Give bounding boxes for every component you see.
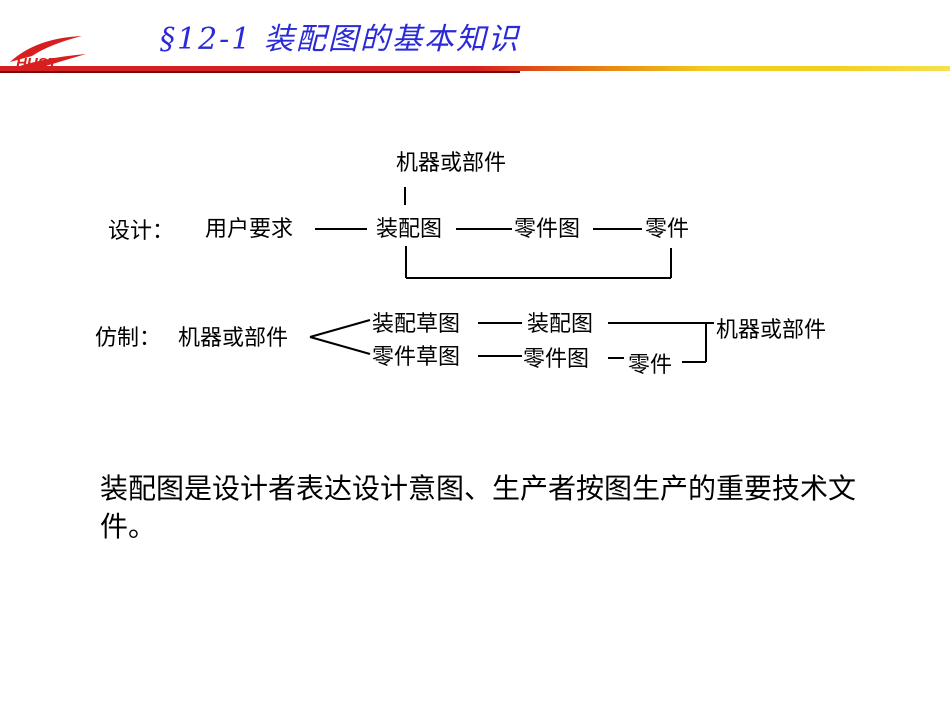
connector-line bbox=[309, 336, 371, 355]
title-underline bbox=[0, 66, 950, 73]
branch-step: 零件 bbox=[628, 353, 672, 378]
flow-step: 零件图 bbox=[514, 217, 580, 242]
body-paragraph: 装配图是设计者表达设计意图、生产者按图生产的重要技术文件。 bbox=[100, 472, 857, 543]
slide-title: §12-1 装配图的基本知识 bbox=[160, 22, 520, 57]
flow-step: 用户要求 bbox=[205, 217, 293, 242]
imitation-label: 仿制： bbox=[95, 326, 161, 351]
design-label: 设计： bbox=[108, 219, 174, 244]
process-diagram: 机器或部件 设计： 用户要求 装配图 零件图 零件 仿制： 机器或部件 装配草图… bbox=[95, 151, 826, 378]
flow-step: 零件 bbox=[645, 217, 689, 242]
branch-step: 零件草图 bbox=[372, 345, 460, 370]
branch-step: 装配草图 bbox=[372, 312, 460, 337]
top-product-label: 机器或部件 bbox=[396, 151, 506, 176]
branch-step: 零件图 bbox=[523, 347, 589, 372]
flow-step: 装配图 bbox=[376, 217, 442, 242]
connector-line bbox=[309, 319, 371, 338]
imitation-source: 机器或部件 bbox=[178, 326, 288, 351]
imitation-result: 机器或部件 bbox=[716, 318, 826, 343]
branch-step: 装配图 bbox=[527, 312, 593, 337]
